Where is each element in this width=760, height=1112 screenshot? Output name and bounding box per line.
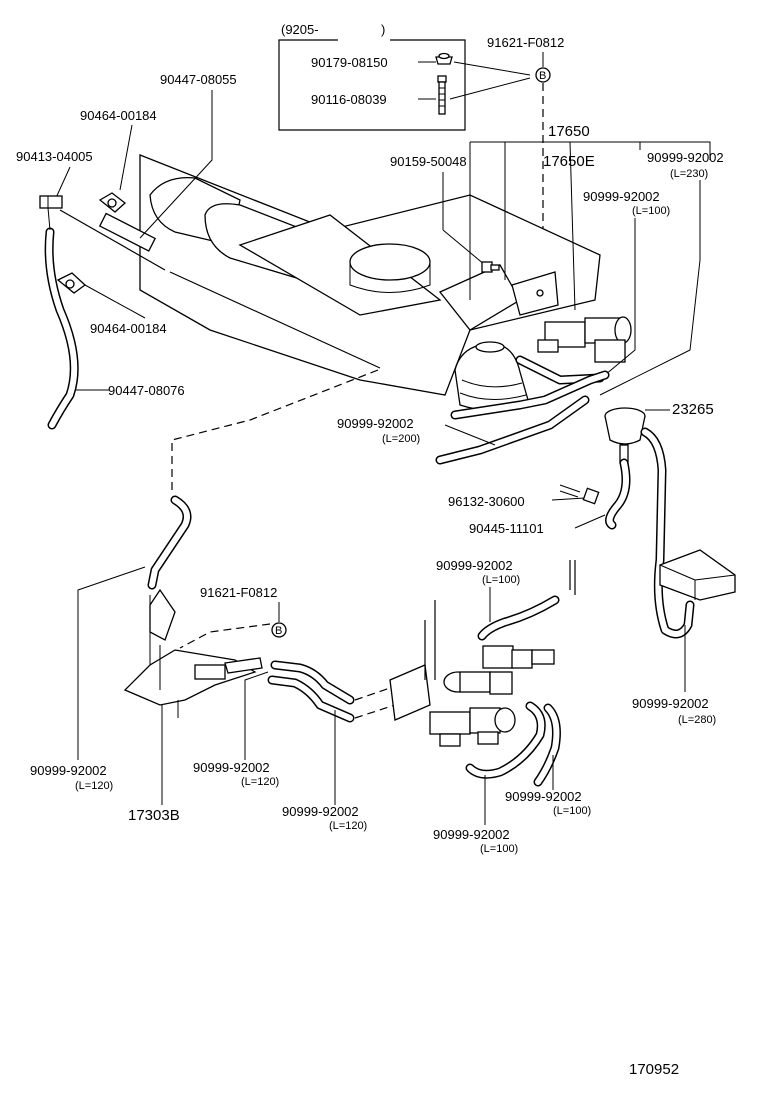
callout-b-mid-text: B	[275, 625, 282, 637]
length-120c-label: (L=120)	[329, 820, 367, 832]
length-100d-label: (L=100)	[480, 843, 518, 855]
clip-90464-b-icon	[56, 272, 87, 294]
actuator-17650	[454, 341, 529, 412]
nut-90179-icon	[435, 52, 453, 65]
part-90999-92002-230-label: 90999-92002	[647, 150, 724, 165]
part-90447-08055-label: 90447-08055	[160, 72, 237, 87]
part-90999-92002-120b-label: 90999-92002	[193, 760, 270, 775]
length-280-label: (L=280)	[678, 714, 716, 726]
part-90999-92002-100c-label: 90999-92002	[505, 789, 582, 804]
hose-90445	[605, 458, 631, 530]
part-90999-92002-120c-label: 90999-92002	[282, 804, 359, 819]
part-17650E-label: 17650E	[543, 153, 595, 170]
date-code-label: (9205-	[281, 22, 319, 37]
length-100c-label: (L=100)	[553, 805, 591, 817]
part-90445-11101-label: 90445-11101	[469, 521, 544, 536]
part-91621-F0812-mid-label: 91621-F0812	[200, 585, 277, 600]
part-23265-label: 23265	[672, 401, 714, 418]
hose-90447-08076	[44, 227, 79, 430]
length-100a-label: (L=100)	[632, 205, 670, 217]
length-120a-label: (L=120)	[75, 780, 113, 792]
date-code-close: )	[381, 22, 385, 37]
part-90179-08150-label: 90179-08150	[311, 55, 388, 70]
part-90999-92002-280-label: 90999-92002	[632, 696, 709, 711]
hose-90999-280	[640, 427, 695, 639]
part-90447-08076-label: 90447-08076	[108, 383, 185, 398]
figure-number: 170952	[629, 1061, 679, 1078]
canister-icon	[659, 549, 736, 601]
part-90116-08039-label: 90116-08039	[311, 92, 387, 107]
part-90413-04005-label: 90413-04005	[16, 149, 93, 164]
part-17650-label: 17650	[548, 123, 590, 140]
intake-assembly	[59, 154, 601, 396]
hose-lower-left	[147, 495, 192, 590]
part-90999-92002-100a-label: 90999-92002	[583, 189, 660, 204]
filter-23265-icon	[604, 407, 646, 464]
part-17303B-label: 17303B	[128, 807, 180, 824]
part-90999-92002-120a-label: 90999-92002	[30, 763, 107, 778]
part-90999-92002-100b-label: 90999-92002	[436, 558, 513, 573]
part-90464-00184-b-label: 90464-00184	[90, 321, 167, 336]
clip-90464-a-icon	[98, 192, 127, 213]
bolt-90159-icon	[481, 261, 500, 273]
callout-b-mid: B	[271, 622, 287, 638]
hoses-upper	[435, 355, 610, 465]
clip-96132-icon	[559, 484, 600, 505]
length-230-label: (L=230)	[670, 168, 708, 180]
length-120b-label: (L=120)	[241, 776, 279, 788]
callout-b-top: B	[535, 67, 551, 83]
inset-box: (9205- ) 90179-08150 90116-08039	[278, 22, 531, 131]
hoses-lower-right	[465, 701, 561, 787]
vsv-bracket	[511, 271, 559, 316]
part-90999-92002-200-label: 90999-92002	[337, 416, 414, 431]
callout-b-top-text: B	[539, 70, 546, 82]
length-100b-label: (L=100)	[482, 574, 520, 586]
part-90464-00184-a-label: 90464-00184	[80, 108, 157, 123]
bracket-17303B	[123, 588, 263, 718]
part-90999-92002-100d-label: 90999-92002	[433, 827, 510, 842]
fitting-90413-icon	[39, 195, 63, 209]
pipes-lower	[354, 560, 576, 721]
hoses-lower-middle	[267, 660, 355, 723]
hose-90999-100b	[477, 595, 560, 641]
part-90159-50048-label: 90159-50048	[390, 154, 467, 169]
part-91621-F0812-top-label: 91621-F0812	[487, 35, 564, 50]
vsv-valves-lower	[429, 645, 555, 747]
bolt-90116-icon	[437, 75, 447, 115]
vsv-valve-upper	[537, 316, 632, 363]
length-200-label: (L=200)	[382, 433, 420, 445]
part-96132-30600-label: 96132-30600	[448, 494, 525, 509]
